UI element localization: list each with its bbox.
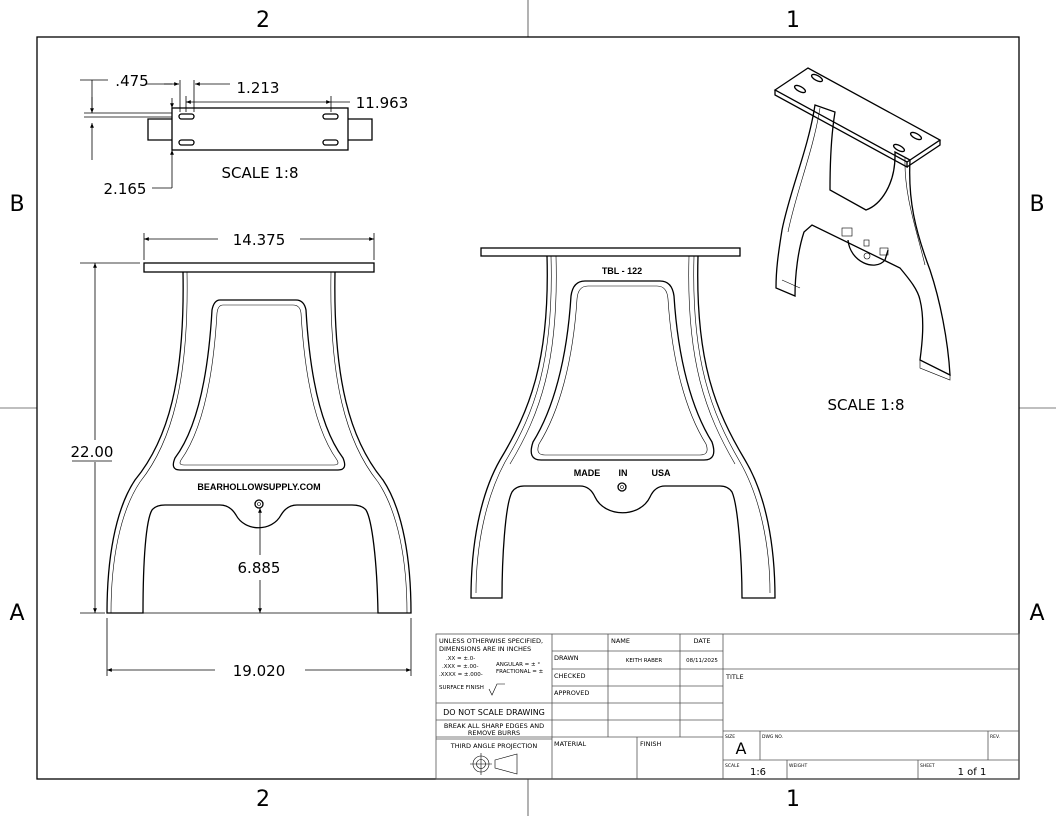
in-text: IN xyxy=(619,468,628,478)
sheet-label: SHEET xyxy=(920,763,935,769)
size-value: A xyxy=(736,739,747,758)
surface-finish-label: SURFACE FINISH xyxy=(439,685,484,691)
made-text: MADE xyxy=(574,468,601,478)
tolerance-header-1: UNLESS OTHERWISE SPECIFIED, xyxy=(439,637,543,645)
front-view: BEARHOLLOWSUPPLY.COM 14.375 22.00 6.885 … xyxy=(71,231,412,680)
dim-width-bottom: 19.020 xyxy=(233,662,286,680)
tolerance-xxxx: .XXXX = ±.000- xyxy=(439,672,483,678)
tolerance-header-2: DIMENSIONS ARE IN INCHES xyxy=(439,645,531,653)
usa-text: USA xyxy=(651,468,671,478)
zone-label-top-2: 2 xyxy=(256,8,270,33)
size-label: SIZE xyxy=(725,734,735,740)
tolerance-xx: .XX = ±.0- xyxy=(446,656,475,662)
dwg-no-label: DWG NO. xyxy=(762,734,783,740)
tolerance-fractional: FRACTIONAL = ± xyxy=(496,669,544,675)
zone-label-bottom-1: 1 xyxy=(786,787,800,812)
date-column-header: DATE xyxy=(694,637,711,645)
scale-value: 1:6 xyxy=(750,767,766,778)
tolerance-xxx: .XXX = ±.00- xyxy=(442,664,479,670)
zone-label-top-1: 1 xyxy=(786,8,800,33)
projection-label: THIRD ANGLE PROJECTION xyxy=(450,742,538,750)
weight-label: WEIGHT xyxy=(789,763,807,769)
drawn-date: 08/11/2025 xyxy=(686,658,718,664)
break-edges-line-1: BREAK ALL SHARP EDGES AND xyxy=(444,722,544,730)
finish-label: FINISH xyxy=(640,740,662,748)
sheet-value: 1 of 1 xyxy=(958,767,987,778)
zone-label-left-a: A xyxy=(9,601,24,626)
drawn-label: DRAWN xyxy=(554,654,579,662)
scale-label: SCALE xyxy=(725,763,740,769)
zone-label-left-b: B xyxy=(9,192,24,217)
dim-2165: 2.165 xyxy=(104,180,147,198)
embossed-website-text: BEARHOLLOWSUPPLY.COM xyxy=(197,482,320,492)
break-edges-line-2: REMOVE BURRS xyxy=(468,729,520,737)
tolerance-angular: ANGULAR = ± ° xyxy=(496,662,540,668)
dim-width-top: 14.375 xyxy=(233,231,286,249)
surface-finish-symbol xyxy=(488,683,505,696)
iso-view-scale-label: SCALE 1:8 xyxy=(828,396,905,414)
back-view: TBL - 122 MADE IN USA xyxy=(470,247,776,599)
zone-label-right-a: A xyxy=(1029,601,1044,626)
rev-label: REV. xyxy=(990,734,1000,740)
dim-1213: 1.213 xyxy=(237,79,280,97)
approved-label: APPROVED xyxy=(554,689,589,697)
top-view: .475 1.213 11.963 2.165 SCALE 1:8 xyxy=(80,72,408,198)
dim-475: .475 xyxy=(115,72,148,90)
dim-arch: 6.885 xyxy=(238,559,281,577)
drawn-name: KEITH RABER xyxy=(626,658,663,664)
zone-label-right-b: B xyxy=(1029,192,1044,217)
checked-label: CHECKED xyxy=(554,672,585,680)
dim-height: 22.00 xyxy=(71,443,114,461)
title-label: TITLE xyxy=(725,673,744,681)
isometric-view: SCALE 1:8 xyxy=(773,67,951,414)
dim-11963: 11.963 xyxy=(356,94,409,112)
model-number-text: TBL - 122 xyxy=(602,266,642,276)
name-column-header: NAME xyxy=(611,637,630,645)
material-label: MATERIAL xyxy=(554,740,587,748)
do-not-scale-label: DO NOT SCALE DRAWING xyxy=(443,708,545,717)
third-angle-projection-symbol xyxy=(470,753,518,775)
zone-label-bottom-2: 2 xyxy=(256,787,270,812)
top-view-scale-label: SCALE 1:8 xyxy=(222,164,299,182)
title-block: UNLESS OTHERWISE SPECIFIED, DIMENSIONS A… xyxy=(435,633,1020,780)
